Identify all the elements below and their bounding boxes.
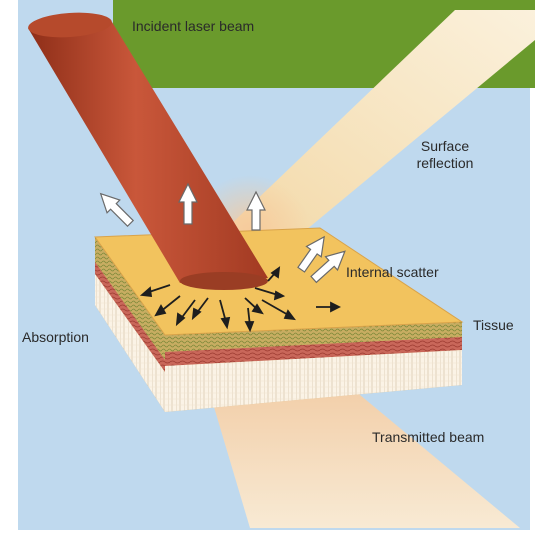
left-margin (0, 0, 18, 545)
tissue-label: Tissue (473, 317, 514, 334)
absorption-label: Absorption (22, 329, 89, 346)
transmitted-beam-label: Transmitted beam (372, 429, 484, 446)
incident-beam-label: Incident laser beam (132, 18, 254, 35)
surface-reflection-line2: reflection (400, 155, 490, 172)
surface-reflection-line1: Surface (400, 138, 490, 155)
incident-beam-spot (180, 272, 268, 290)
surface-reflection-label: Surface reflection (400, 138, 490, 172)
internal-scatter-label: Internal scatter (346, 264, 439, 281)
